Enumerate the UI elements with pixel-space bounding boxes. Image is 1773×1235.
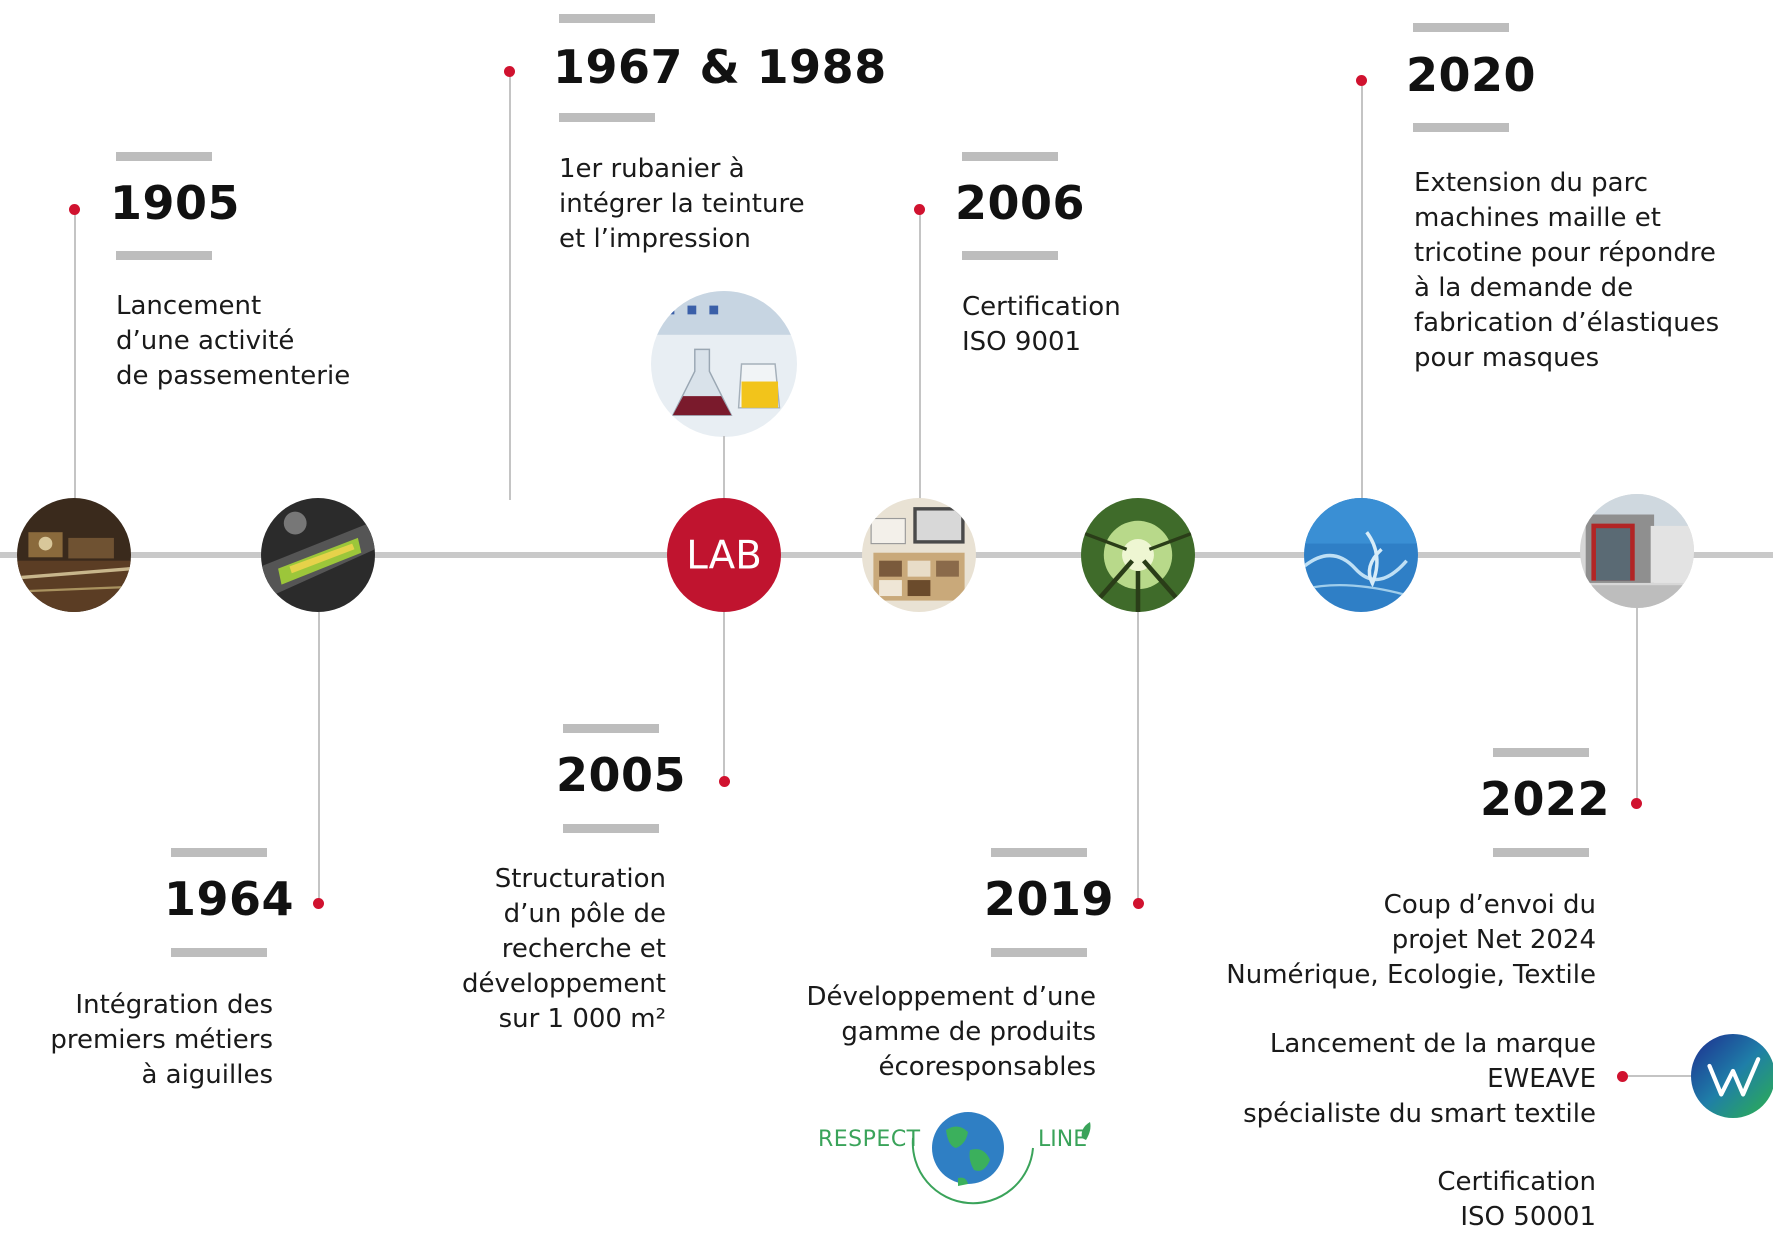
year-bar-bottom-2020 [1413, 123, 1509, 132]
year-2019: 2019 [984, 872, 1115, 926]
year-bar-top-2005 [563, 724, 659, 733]
workshop-photo [862, 498, 976, 612]
year-bar-bottom-2019 [991, 948, 1087, 957]
stem-2019 [1137, 612, 1139, 902]
year-1967-1988: 1967 & 1988 [553, 40, 887, 94]
year-1905: 1905 [110, 176, 241, 230]
year-2022: 2022 [1480, 772, 1611, 826]
respect-line-logo: RESPECT LINE [818, 1108, 1094, 1218]
year-bar-bottom-1967-1988 [559, 113, 655, 122]
marker-dot-2022 [1631, 798, 1642, 809]
marker-dot-1964 [313, 898, 324, 909]
marker-dot-2005 [719, 776, 730, 787]
lab-logo: LAB [667, 498, 781, 612]
year-1964: 1964 [164, 872, 295, 926]
stem-2006 [919, 210, 921, 500]
year-bar-bottom-2006 [962, 251, 1058, 260]
marker-dot-1967-1988 [504, 66, 515, 77]
year-bar-bottom-1905 [116, 251, 212, 260]
marker-dot-2020 [1356, 75, 1367, 86]
year-bar-top-2006 [962, 152, 1058, 161]
marker-dot-2006 [914, 204, 925, 215]
event-description-1967-1988: 1er rubanier à intégrer la teinture et l… [559, 154, 805, 254]
year-bar-bottom-2022 [1493, 848, 1589, 857]
year-2006: 2006 [955, 176, 1086, 230]
svg-text:LAB: LAB [686, 534, 762, 579]
connector-eweave [1628, 1075, 1692, 1077]
year-bar-top-1905 [116, 152, 212, 161]
year-bar-top-2020 [1413, 23, 1509, 32]
year-bar-top-1967-1988 [559, 14, 655, 23]
event-description-2006: Certification ISO 9001 [962, 292, 1121, 357]
year-bar-bottom-1964 [171, 948, 267, 957]
stem-1967-1988 [509, 76, 511, 500]
event-description-2022-iso50001: Certification ISO 50001 [1437, 1167, 1596, 1232]
marker-dot-eweave [1617, 1071, 1628, 1082]
stem-2022 [1636, 608, 1638, 802]
event-description-2020: Extension du parc machines maille et tri… [1414, 168, 1720, 373]
marker-dot-2019 [1133, 898, 1144, 909]
stem-2005 [723, 612, 725, 782]
year-bar-top-1964 [171, 848, 267, 857]
svg-text:LINE: LINE [1038, 1127, 1087, 1152]
year-bar-top-2019 [991, 848, 1087, 857]
svg-text:RESPECT: RESPECT [818, 1127, 921, 1152]
needle-loom-photo [261, 498, 375, 612]
event-description-1964: Intégration des premiers métiers à aigui… [50, 990, 273, 1090]
stem-1905 [74, 210, 76, 500]
weaving-machine-photo [17, 498, 131, 612]
year-bar-bottom-2005 [563, 824, 659, 833]
elastic-yarn-photo [1304, 498, 1418, 612]
stem-1964 [318, 612, 320, 902]
eweave-logo [1691, 1034, 1773, 1118]
stem-lab-photo [723, 436, 725, 500]
laboratory-glassware-photo [651, 291, 797, 437]
year-2005: 2005 [556, 748, 687, 802]
year-2020: 2020 [1406, 48, 1537, 102]
event-description-1905: Lancement d’une activité de passementeri… [116, 291, 351, 391]
forest-photo [1081, 498, 1195, 612]
event-description-2022-net2024: Coup d’envoi du projet Net 2024 Numériqu… [1226, 890, 1596, 990]
year-bar-top-2022 [1493, 748, 1589, 757]
event-description-2019: Développement d’une gamme de produits éc… [806, 982, 1096, 1082]
event-description-2005: Structuration d’un pôle de recherche et … [461, 864, 666, 1034]
stem-2020 [1361, 86, 1363, 500]
event-description-2022-eweave: Lancement de la marque EWEAVE spécialist… [1243, 1029, 1596, 1129]
marker-dot-1905 [69, 204, 80, 215]
factory-building-photo [1580, 494, 1694, 608]
